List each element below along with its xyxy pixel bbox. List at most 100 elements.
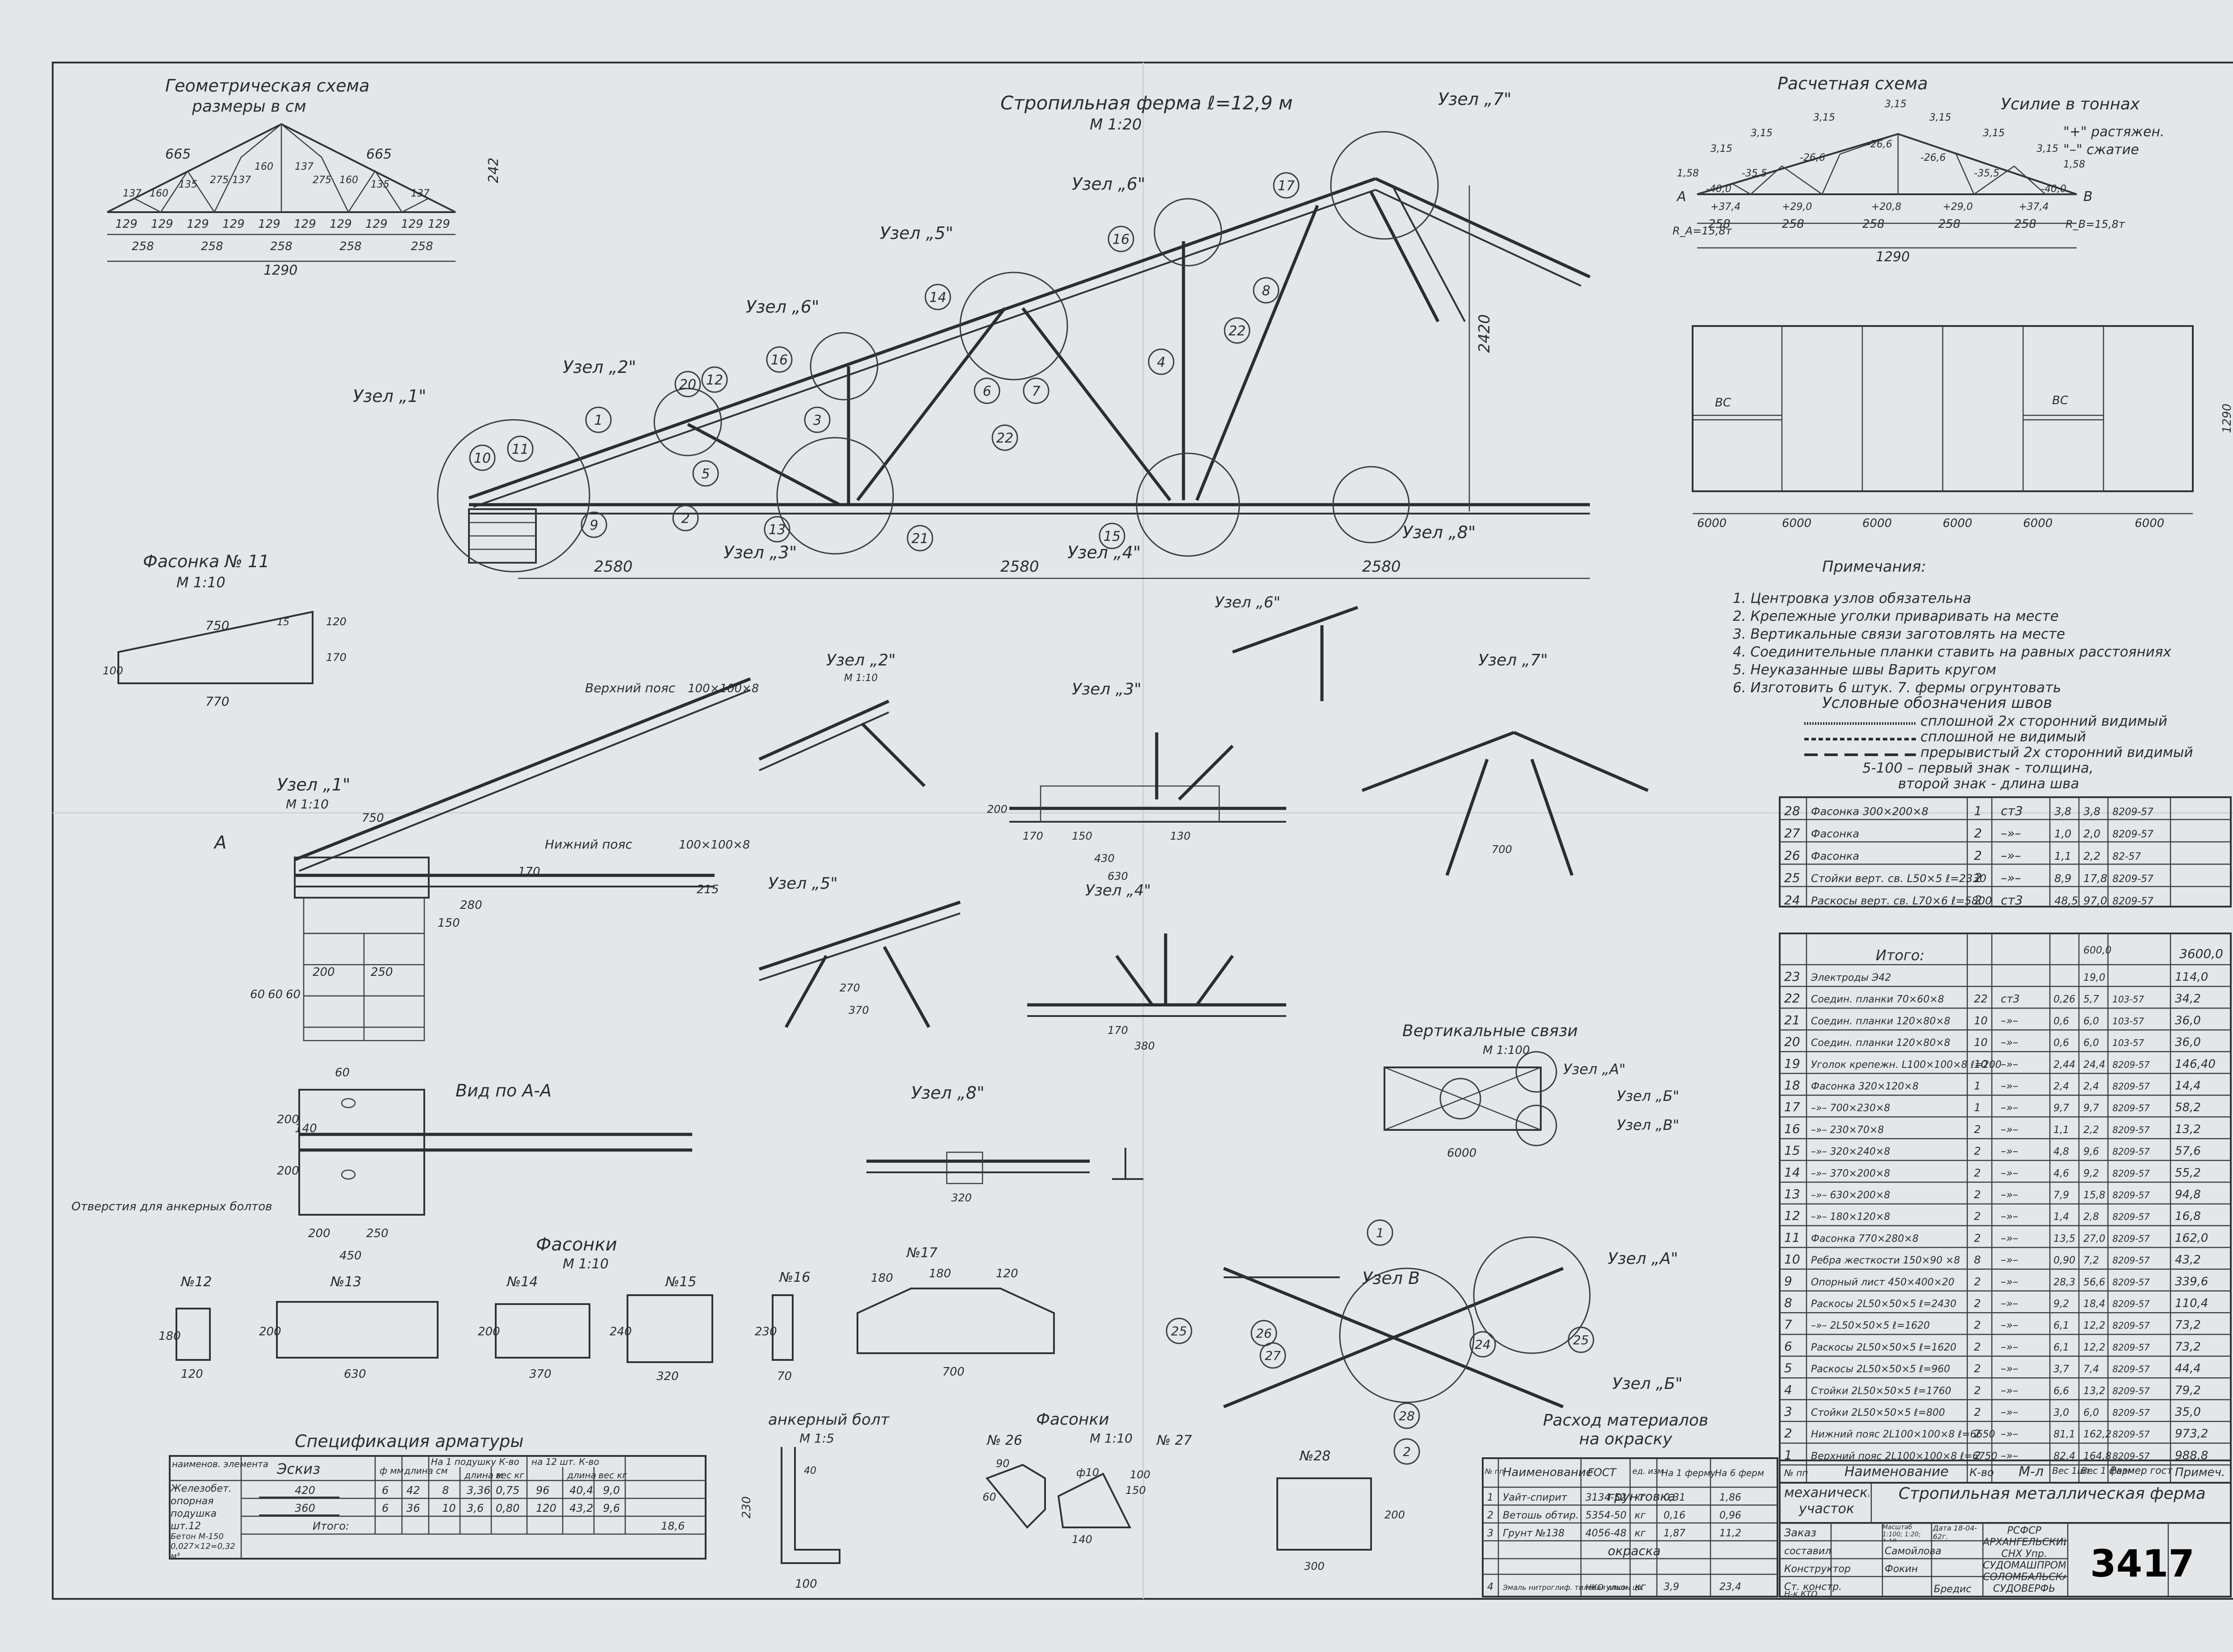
svg-text:215: 215 (697, 883, 719, 896)
spec-cell-weight-1: 28,3 (2053, 1277, 2075, 1288)
spec-cell-weight-1: 8,9 (2054, 872, 2071, 885)
spec-cell-name: Стойки 2L50×50×5 ℓ=800 (1811, 1407, 1945, 1418)
svg-text:1290: 1290 (1876, 249, 1910, 265)
svg-text:750: 750 (362, 811, 384, 825)
svg-text:137: 137 (295, 161, 314, 172)
spec-cell-weight-1: 3,8 (2054, 805, 2071, 818)
svg-text:230: 230 (755, 1325, 777, 1338)
spec-cell-weight-1: 2,44 (2053, 1059, 2075, 1071)
spec-cell-weight-1: 1,1 (2054, 850, 2071, 862)
paint-cell: 4 (1487, 1581, 1493, 1593)
svg-text:Узел „2": Узел „2" (826, 651, 896, 669)
spec-cell-name: Уголок крепежн. L100×100×8 ℓ=200 (1811, 1059, 2002, 1071)
spec-cell-mat: –»– (2001, 1167, 2018, 1179)
spec-cell-mat: –»– (2001, 1123, 2018, 1136)
svg-text:Итого:: Итого: (313, 1520, 349, 1532)
spec-cell-gost: 8209-57 (2112, 829, 2154, 840)
svg-text:К-во: К-во (1970, 1466, 1994, 1479)
spec-cell-total: 79,2 (2175, 1384, 2201, 1397)
svg-text:сплошной 2х сторонний видимый: сплошной 2х сторонний видимый (1920, 713, 2167, 729)
svg-text:100: 100 (1130, 1468, 1150, 1481)
svg-text:170: 170 (326, 651, 347, 664)
svg-text:140: 140 (295, 1122, 317, 1135)
svg-text:200: 200 (308, 1227, 330, 1240)
spec-cell-qty: 2 (1974, 870, 1982, 885)
spec-cell-qty: 2 (1974, 1167, 1981, 1179)
spec-cell-total: 73,2 (2175, 1318, 2201, 1332)
svg-text:750: 750 (205, 618, 229, 633)
bracing-nodes: Узел В Узел „А" Узел „Б" 1 2 24 25 25 26… (1166, 1219, 1683, 1465)
spec-cell-mat: –»– (2001, 1363, 2018, 1375)
svg-text:270: 270 (840, 982, 860, 994)
rebar-cell: 6 (382, 1484, 389, 1497)
svg-text:Стропильная ферма ℓ=12,9 м: Стропильная ферма ℓ=12,9 м (1000, 92, 1293, 114)
svg-text:90: 90 (996, 1457, 1010, 1470)
svg-text:Узел „4": Узел „4" (1085, 882, 1151, 899)
svg-text:320: 320 (657, 1370, 679, 1383)
svg-text:ГОСТ: ГОСТ (1588, 1466, 1617, 1479)
svg-text:60: 60 (335, 1066, 350, 1079)
sheet-frame (52, 62, 2233, 1600)
svg-text:129: 129 (401, 217, 423, 231)
svg-text:16: 16 (1112, 232, 1129, 247)
svg-text:Геометрическая схема: Геометрическая схема (165, 76, 369, 96)
svg-text:Узел „8": Узел „8" (1402, 523, 1476, 542)
svg-text:130: 130 (1170, 830, 1191, 842)
svg-text:6: 6 (983, 384, 991, 399)
svg-text:Самойлова: Самойлова (1885, 1546, 1941, 1557)
spec-cell-qty: 10 (1974, 1058, 1988, 1071)
spec-cell-name: –»– 2L50×50×5 ℓ=1620 (1811, 1320, 1930, 1331)
spec-cell-mat: –»– (2001, 1341, 2018, 1353)
rebar-cell: 36 (406, 1502, 420, 1514)
svg-text:129: 129 (151, 217, 173, 231)
anchor-bolt: анкерный болт М 1:5 230 100 40 (740, 1411, 890, 1591)
svg-text:129: 129 (330, 217, 352, 231)
rebar-cell: 0,80 (496, 1502, 519, 1514)
spec-cell-qty: 2 (1974, 848, 1982, 863)
svg-text:Заказ: Заказ (1784, 1527, 1816, 1539)
paint-cell: кг (1635, 1492, 1646, 1503)
spec-cell-mat: –»– (2001, 1319, 2018, 1331)
spec-cell-name: –»– 180×120×8 (1811, 1212, 1890, 1223)
spec-cell-weight-truss: 2,8 (2083, 1212, 2099, 1223)
spec-cell-weight-truss: 27,0 (2083, 1233, 2105, 1244)
svg-text:Узел „2": Узел „2" (563, 357, 636, 377)
spec-cell-mat: –»– (2001, 1014, 2018, 1027)
paint-cell: кг (1635, 1510, 1646, 1521)
svg-text:сплошной не видимый: сплошной не видимый (1920, 729, 2086, 745)
svg-text:170: 170 (518, 865, 540, 878)
spec-cell-weight-truss: 97,0 (2083, 895, 2107, 907)
spec-cell-n: 27 (1784, 826, 1800, 841)
view-a-a: Вид по А-А Отверстия для анкерных болтов… (71, 1066, 692, 1263)
spec-cell-total: 35,0 (2175, 1405, 2201, 1419)
svg-text:Н-к КТО: Н-к КТО (1784, 1589, 1818, 1599)
spec-cell-n: 19 (1784, 1056, 1800, 1071)
spec-cell-mat: –»– (2001, 1058, 2018, 1071)
svg-text:Узел „1": Узел „1" (277, 775, 350, 795)
svg-text:22: 22 (1229, 323, 1246, 339)
svg-text:Узел „Б": Узел „Б" (1612, 1375, 1683, 1393)
rebar-cell: 420 (295, 1484, 315, 1497)
paint-cell: Ветошь обтир. (1503, 1510, 1579, 1521)
spec-cell-weight-truss: 12,2 (2083, 1342, 2105, 1353)
node-details: Узел „2" Узел „3" Узел „4" Узел „5" Узел… (758, 594, 1649, 1204)
paint-cell: кг (1635, 1528, 1646, 1539)
svg-text:грунтовка: грунтовка (1608, 1489, 1675, 1504)
spec-cell-weight-truss: 6,0 (2083, 1037, 2099, 1049)
spec-cell-qty: 2 (1974, 1449, 1981, 1462)
svg-text:М 1:10: М 1:10 (286, 797, 329, 811)
svg-text:Верхний пояс: Верхний пояс (585, 681, 676, 695)
spec-cell-n: 10 (1784, 1252, 1800, 1267)
spec-cell-n: 24 (1784, 893, 1800, 908)
svg-text:6000: 6000 (1943, 517, 1972, 530)
svg-text:Узел „6": Узел „6" (1215, 594, 1280, 611)
svg-text:3417: 3417 (2090, 1542, 2195, 1585)
spec-cell-total: 36,0 (2175, 1036, 2201, 1049)
paint-cell: 0,96 (1719, 1510, 1741, 1521)
svg-text:На 6 ферм: На 6 ферм (1715, 1468, 1764, 1478)
svg-text:129: 129 (115, 217, 138, 231)
svg-text:-40,0: -40,0 (2041, 184, 2066, 195)
svg-text:5: 5 (701, 466, 710, 482)
spec-cell-qty: 2 (1974, 1210, 1981, 1223)
